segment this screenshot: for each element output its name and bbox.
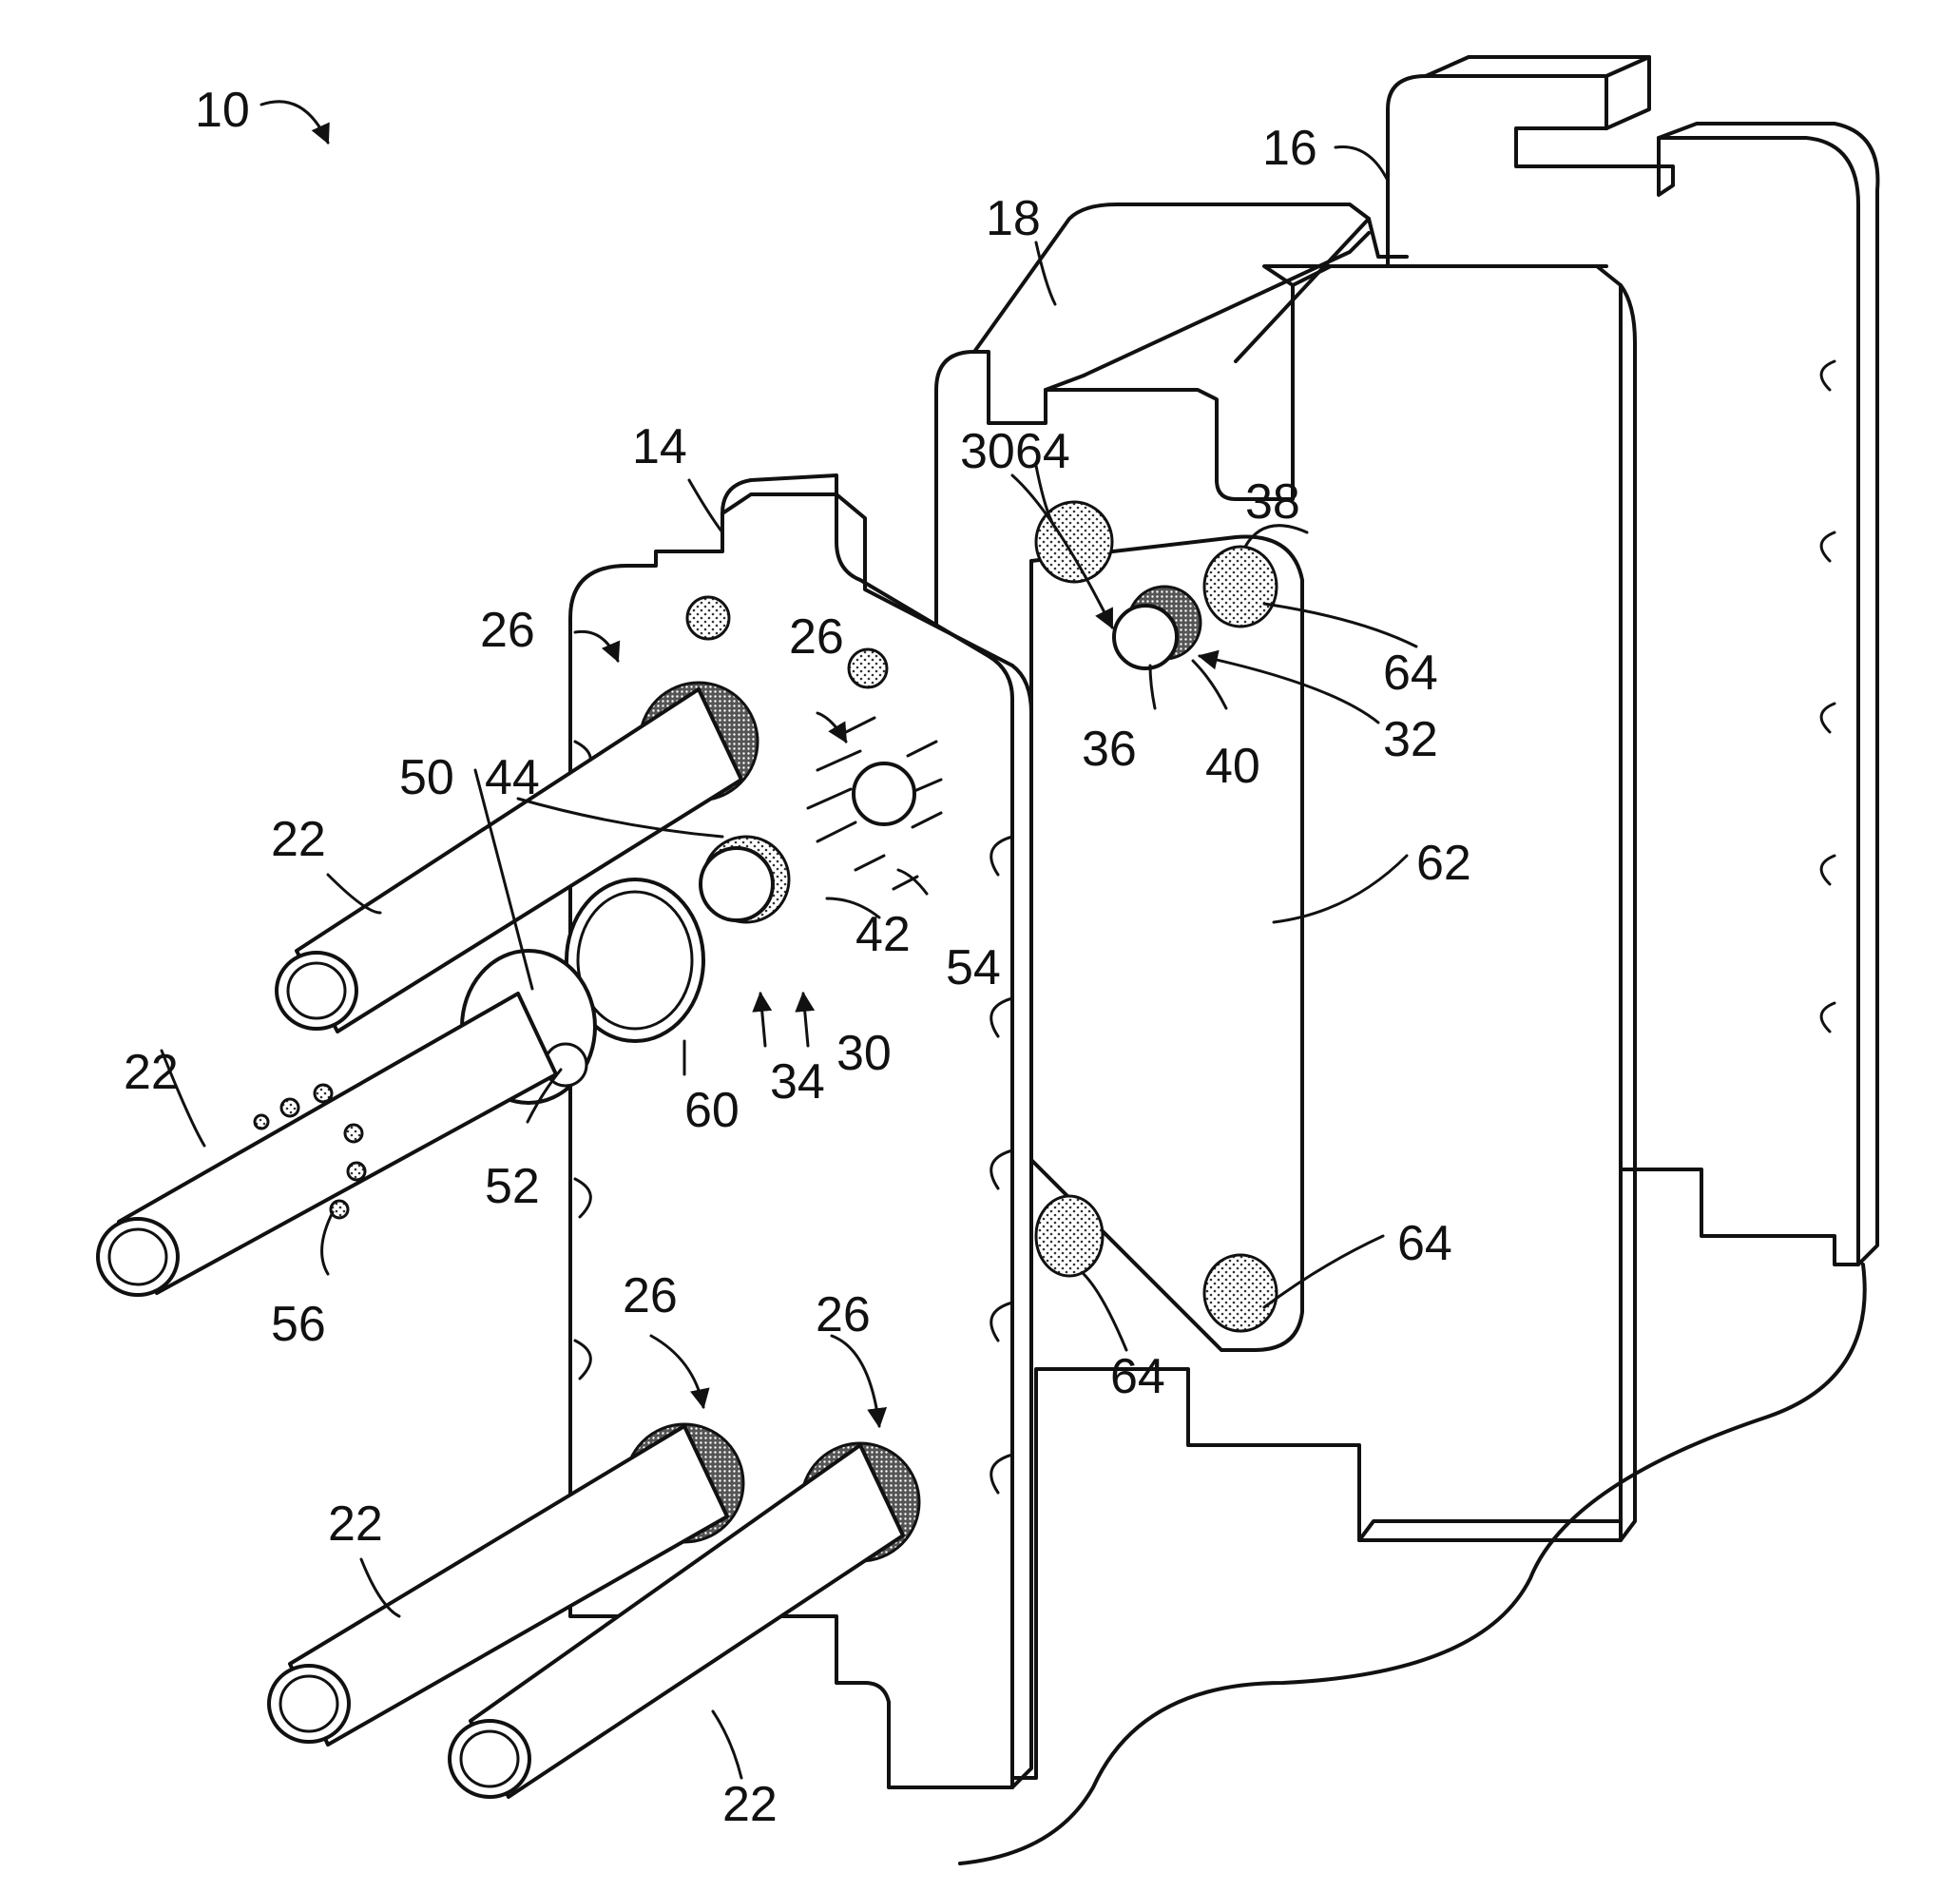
label-22-upper: 22: [271, 812, 326, 867]
label-64-upper-right: 64: [1383, 646, 1438, 701]
label-30-upper: 30: [960, 424, 1015, 479]
label-16: 16: [1262, 121, 1317, 176]
label-32: 32: [1383, 712, 1438, 767]
label-26-slots: 26: [789, 609, 844, 665]
label-36: 36: [1082, 722, 1137, 777]
label-26-lower-left: 26: [623, 1268, 678, 1323]
label-26-upper: 26: [480, 603, 535, 658]
label-22-middle: 22: [124, 1045, 179, 1100]
label-26-lower-right: 26: [816, 1287, 871, 1342]
label-34: 34: [770, 1054, 825, 1110]
label-38: 38: [1245, 474, 1300, 530]
label-30-lower: 30: [836, 1026, 892, 1081]
label-14: 14: [632, 419, 687, 474]
label-64-upper-left: 64: [1015, 424, 1070, 479]
label-54: 54: [946, 940, 1001, 995]
label-52: 52: [485, 1159, 540, 1214]
label-62: 62: [1416, 836, 1471, 891]
label-40: 40: [1205, 739, 1260, 794]
label-50: 50: [399, 750, 454, 805]
label-18: 18: [986, 191, 1041, 246]
label-56: 56: [271, 1297, 326, 1352]
label-22-lower-left: 22: [328, 1496, 383, 1552]
label-60: 60: [684, 1083, 740, 1138]
label-64-lower-left: 64: [1110, 1349, 1165, 1404]
label-44: 44: [485, 750, 540, 805]
label-10: 10: [195, 83, 250, 138]
label-64-lower-right: 64: [1397, 1216, 1452, 1271]
label-22-lower-right: 22: [722, 1777, 778, 1832]
label-42: 42: [855, 907, 911, 962]
